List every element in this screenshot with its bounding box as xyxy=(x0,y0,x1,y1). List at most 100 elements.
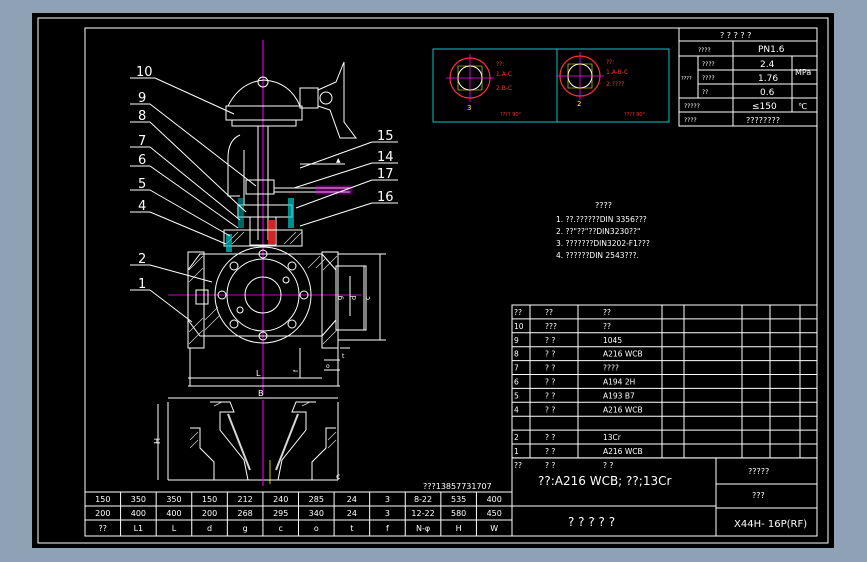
yoke-left xyxy=(227,134,241,197)
spec-row-3-label: ?? xyxy=(702,89,708,96)
dim-table-cell: N-φ xyxy=(416,524,430,533)
parts-header-cell: ?? xyxy=(603,308,611,317)
dim-table-cell: 400 xyxy=(166,509,181,518)
material-line: ??:A216 WCB; ??;13Cr xyxy=(538,474,671,488)
dim-table-cell: 268 xyxy=(237,509,252,518)
outer-frame xyxy=(37,17,829,544)
dim-table-cell: 400 xyxy=(487,495,502,504)
dim-table-cell: 3 xyxy=(385,495,390,504)
gear-housing xyxy=(299,87,319,109)
parts-cell: 4 xyxy=(514,405,519,414)
dim-table-cell: 350 xyxy=(166,495,181,504)
spec-row-group: ???? xyxy=(681,76,692,82)
parts-cell: ? ? xyxy=(545,405,555,414)
dimension-lines: L B c d g f o t xyxy=(168,253,386,399)
parts-cell: 7 xyxy=(514,364,519,373)
parts-header-cell: ?? xyxy=(545,308,553,317)
section-diagram-frame xyxy=(432,48,670,123)
spec-row-1-label: ???? xyxy=(702,61,715,68)
dim-table-cell: 8-22 xyxy=(414,495,432,504)
section-right-note: ???? 90° xyxy=(624,112,646,118)
note-4: 4. ??????DIN 2543???. xyxy=(556,251,639,260)
section-right-line-3: 2.???? xyxy=(606,81,624,88)
spec-table: ? ? ? ? ? ???? PN1.6 ???? ???? 2.4 ???? … xyxy=(678,27,818,127)
spec-row-2-value: 1.76 xyxy=(758,74,778,84)
section-left-line-2: 1.A-C xyxy=(496,71,512,78)
dim-table-cell: c xyxy=(279,524,283,533)
parts-cell: A216 WCB xyxy=(603,447,643,456)
dim-label-d: d xyxy=(350,296,358,300)
svg-text:▲: ▲ xyxy=(336,157,341,164)
dim-table-cell: 200 xyxy=(95,509,110,518)
handwheel-arm xyxy=(317,61,357,139)
model-number: X44H- 16P(RF) xyxy=(734,519,807,530)
spec-temp-value: ≤150 xyxy=(752,102,777,112)
dim-table-cell: 580 xyxy=(451,509,466,518)
callout-6: 6 xyxy=(138,153,146,168)
callout-leaders xyxy=(130,77,398,323)
actuator-dome xyxy=(227,79,301,107)
parts-cell: ???? xyxy=(603,364,619,373)
drawing-name: ? ? ? ? ? xyxy=(568,515,615,529)
note-1: 1. ??.??????DIN 3356??? xyxy=(556,215,647,224)
parts-cell: 10 xyxy=(514,322,524,331)
contact-number: ???13857731707 xyxy=(423,482,492,491)
dim-label-o: o xyxy=(326,363,330,370)
parts-cell: 2 xyxy=(514,433,519,442)
dim-table-cell: L1 xyxy=(134,524,144,533)
dim-table-cell: 150 xyxy=(95,495,110,504)
dim-table-cell: 295 xyxy=(273,509,288,518)
actuator-cap xyxy=(257,76,269,88)
parts-cell: 1 xyxy=(514,447,519,456)
drawing-label: ????? xyxy=(748,467,769,476)
section-left-line-1: ??: xyxy=(496,61,504,68)
dim-table-cell: 3 xyxy=(385,509,390,518)
right-flange xyxy=(321,251,339,349)
dim-label-g: g xyxy=(336,296,344,300)
section-right-line-1: ??: xyxy=(606,59,614,66)
valve-side-section: H c xyxy=(153,400,340,486)
spec-row-2-label: ???? xyxy=(702,75,715,82)
parts-cell: ? ? xyxy=(545,391,555,400)
parts-cell: ? ? xyxy=(545,350,555,359)
callout-16: 16 xyxy=(377,190,394,205)
section-right-line-2: 1.A-B-C xyxy=(606,69,628,76)
dim-table-cell: 340 xyxy=(309,509,324,518)
dim-table-cell: H xyxy=(456,524,462,533)
dim-label-t: t xyxy=(342,353,345,360)
handwheel-hub xyxy=(319,91,333,105)
parts-cell: ??? xyxy=(545,322,557,331)
parts-header-cell: ?? xyxy=(514,308,522,317)
dim-table-cell: 212 xyxy=(237,495,252,504)
spec-media-label: ???? xyxy=(684,117,697,124)
dim-table-cell: L xyxy=(172,524,177,533)
dim-table-cell: 150 xyxy=(202,495,217,504)
parts-cell: 1045 xyxy=(603,336,622,345)
dim-label-f: f xyxy=(293,369,300,372)
scale-label: ??? xyxy=(752,491,765,500)
callout-2: 2 xyxy=(138,252,146,267)
parts-cell: A193 B7 xyxy=(603,391,635,400)
dim-table-cell: 24 xyxy=(347,509,357,518)
dim-table-cell: 240 xyxy=(273,495,288,504)
parts-cell: ? ? xyxy=(545,447,555,456)
parts-cell: ? ? xyxy=(545,433,555,442)
section-left-line-3: 2.B-C xyxy=(496,85,512,92)
spec-unit-mpa: MPa xyxy=(795,68,811,77)
note-2: 2. ??"??"??DIN3230??" xyxy=(556,227,640,236)
actuator-flange xyxy=(231,119,297,127)
dim-table-cell: f xyxy=(386,524,389,533)
dim-table-cell: W xyxy=(490,524,498,533)
callout-7: 7 xyxy=(138,134,146,149)
dim-table-cell: 535 xyxy=(451,495,466,504)
dim-table-cell: ?? xyxy=(99,524,108,533)
spec-temp-unit: ℃ xyxy=(798,102,807,111)
note-3: 3. ???????DIN3202-F1??? xyxy=(556,239,650,248)
dim-table-cell: 350 xyxy=(131,495,146,504)
parts-cell: ? ? xyxy=(545,461,555,470)
dim-label-c-bottom: c xyxy=(336,472,340,481)
callout-14: 14 xyxy=(377,150,394,165)
dim-table-cell: d xyxy=(207,524,212,533)
